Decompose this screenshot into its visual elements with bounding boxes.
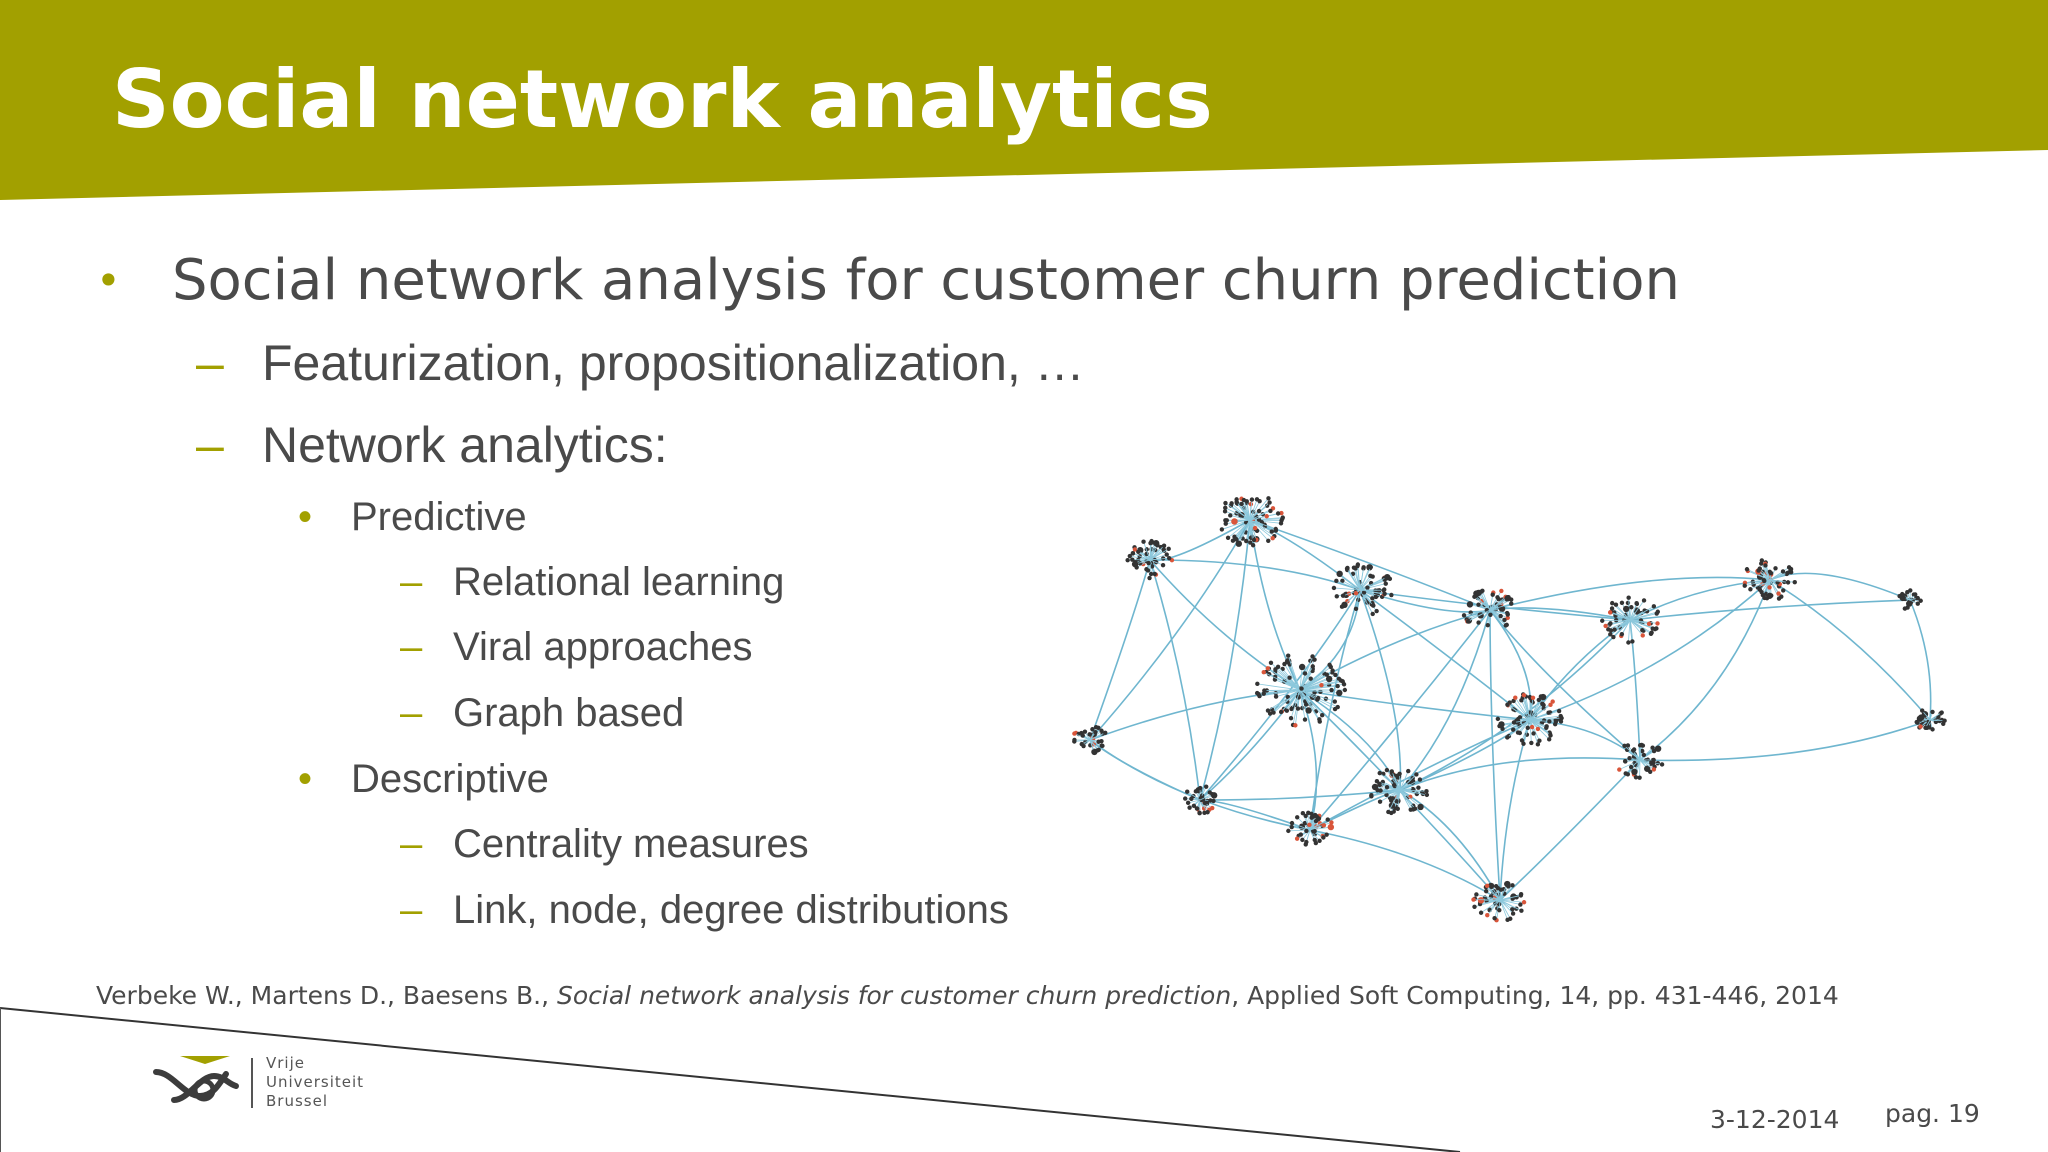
dash-marker: –: [400, 822, 423, 866]
vub-logo-text: Vrije Universiteit Brussel: [266, 1054, 364, 1111]
bullet-marker: •: [298, 757, 313, 801]
dash-marker: –: [196, 417, 224, 473]
bullet-marker: •: [96, 256, 121, 305]
dash-marker: –: [196, 335, 224, 391]
network-graph-image: [1072, 496, 1947, 923]
logo-line: Vrije: [266, 1054, 305, 1072]
slide-date: 3-12-2014: [1710, 1105, 1840, 1134]
vub-logo: [153, 1056, 253, 1108]
citation-source: , Applied Soft Computing, 14, pp. 431-44…: [1231, 981, 1839, 1010]
bullet-text: Graph based: [453, 691, 685, 735]
bullet-text: Link, node, degree distributions: [453, 888, 1009, 932]
bullet-text: Predictive: [351, 495, 527, 539]
bullet-marker: •: [298, 495, 313, 539]
slide-title: Social network analytics: [112, 53, 1213, 146]
dash-marker: –: [400, 888, 423, 932]
header-band: [0, 0, 2048, 200]
bullet-text: Centrality measures: [453, 822, 809, 866]
page-number: pag. 19: [1885, 1099, 1980, 1128]
bullet-text: Social network analysis for customer chu…: [172, 248, 1680, 313]
bullet-text: Network analytics:: [262, 417, 668, 473]
citation-authors: Verbeke W., Martens D., Baesens B.,: [96, 981, 557, 1010]
logo-line: Universiteit: [266, 1073, 365, 1091]
citation: Verbeke W., Martens D., Baesens B., Soci…: [96, 981, 1839, 1011]
bullet-text: Relational learning: [453, 560, 785, 604]
footer-divider: [0, 1007, 1461, 1152]
bullet-text: Descriptive: [351, 757, 549, 801]
dash-marker: –: [400, 625, 423, 669]
bullet-text: Viral approaches: [453, 625, 753, 669]
citation-title: Social network analysis for customer chu…: [557, 981, 1232, 1010]
logo-line: Brussel: [266, 1092, 328, 1110]
dash-marker: –: [400, 691, 423, 735]
bullet-text: Featurization, propositionalization, …: [262, 335, 1085, 391]
dash-marker: –: [400, 560, 423, 604]
